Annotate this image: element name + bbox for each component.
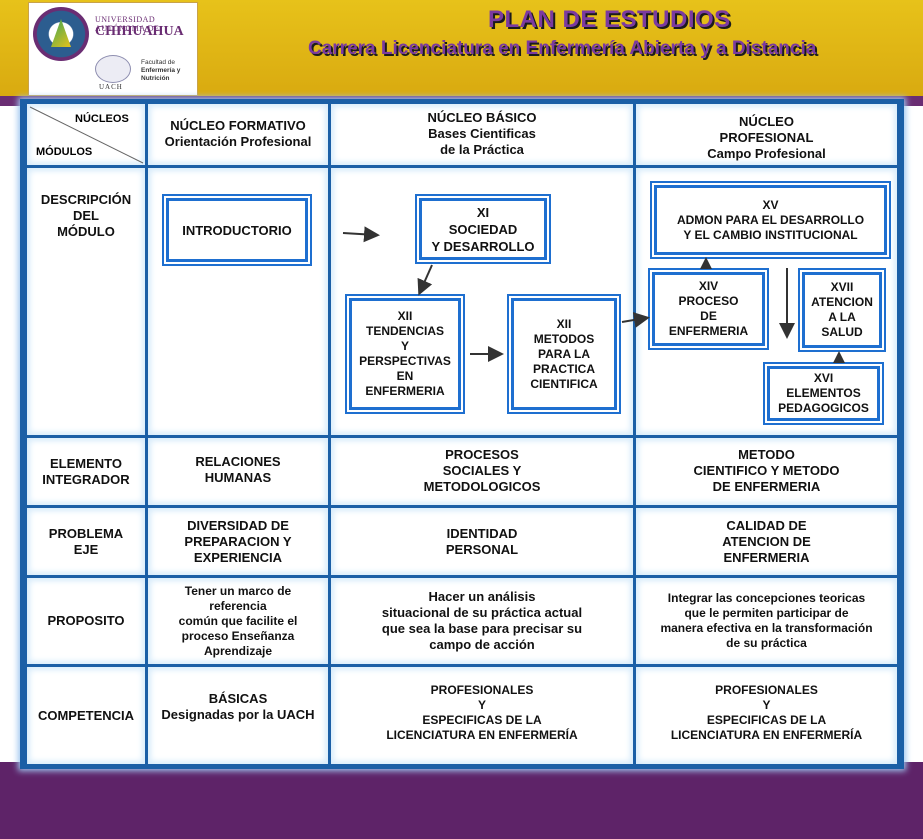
row-header-proposito: PROPOSITO — [27, 578, 145, 664]
module-introductorio: INTRODUCTORIO — [166, 198, 308, 262]
uach-emblem-icon — [95, 55, 131, 83]
university-name-line1: UNIVERSIDAD AUTÓNOMA DE — [95, 15, 160, 33]
footer-band — [0, 762, 923, 839]
page-subtitle: Carrera Licenciatura en Enfermería Abier… — [308, 38, 817, 59]
university-name-line2: CHIHUAHUA — [95, 24, 184, 39]
university-logo: UNIVERSIDAD AUTÓNOMA DE CHIHUAHUA UACH F… — [28, 2, 198, 96]
corner-label-nucleos: NÚCLEOS — [75, 113, 129, 125]
row-header-competencia: COMPETENCIA — [27, 667, 145, 764]
university-seal-icon — [33, 7, 89, 61]
uach-label: UACH — [99, 83, 123, 91]
corner-label-modulos: MÓDULOS — [36, 146, 93, 158]
faculty-name: Facultad de Enfermería y Nutrición — [141, 59, 181, 82]
page-title: PLAN DE ESTUDIOS — [488, 6, 731, 33]
